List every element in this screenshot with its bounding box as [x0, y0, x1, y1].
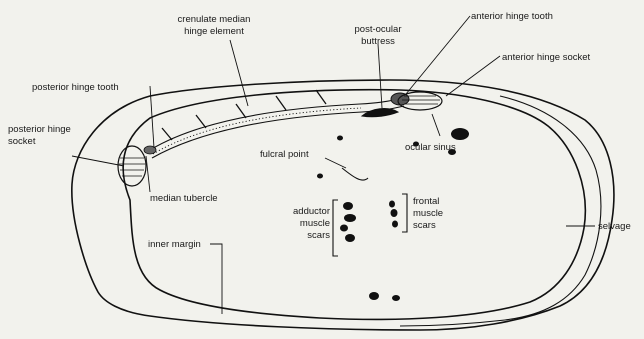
label-anterior-hinge-socket: anterior hinge socket	[502, 52, 591, 63]
post-ocular-buttress	[362, 109, 398, 117]
frontal-muscle-scars	[389, 201, 398, 228]
frontal-bracket	[402, 194, 407, 232]
adductor-muscle-scars	[340, 202, 356, 242]
label-posterior-hinge-socket-l2: socket	[8, 136, 36, 147]
label-selvage: selvage	[598, 221, 631, 232]
label-post-ocular-buttress-l1: post-ocular	[355, 24, 402, 35]
label-adductor-muscle-scars-l3: scars	[307, 230, 330, 241]
label-posterior-hinge-socket-l1: posterior hinge	[8, 124, 71, 135]
label-frontal-muscle-scars-l1: frontal	[413, 196, 439, 207]
label-median-tubercle: median tubercle	[150, 193, 218, 204]
ocular-sinus-spot	[451, 128, 469, 140]
label-frontal-muscle-scars-l3: scars	[413, 220, 436, 231]
label-adductor-muscle-scars-l2: muscle	[300, 218, 330, 229]
label-post-ocular-buttress-l2: buttress	[361, 36, 395, 47]
label-adductor-muscle-scars-l1: adductor	[293, 206, 330, 217]
label-crenulate-median-hinge-element-l1: crenulate median	[178, 14, 251, 25]
label-frontal-muscle-scars-l2: muscle	[413, 208, 443, 219]
inner-margin-outline	[123, 90, 585, 320]
label-ocular-sinus: ocular sinus	[405, 142, 456, 153]
label-crenulate-median-hinge-element-l2: hinge element	[184, 26, 244, 37]
label-inner-margin: inner margin	[148, 239, 201, 250]
label-anterior-hinge-tooth: anterior hinge tooth	[471, 11, 553, 22]
label-fulcral-point: fulcral point	[260, 149, 309, 160]
fulcral-point-curve	[342, 168, 368, 180]
label-posterior-hinge-tooth: posterior hinge tooth	[32, 82, 119, 93]
adductor-bracket	[333, 200, 338, 256]
